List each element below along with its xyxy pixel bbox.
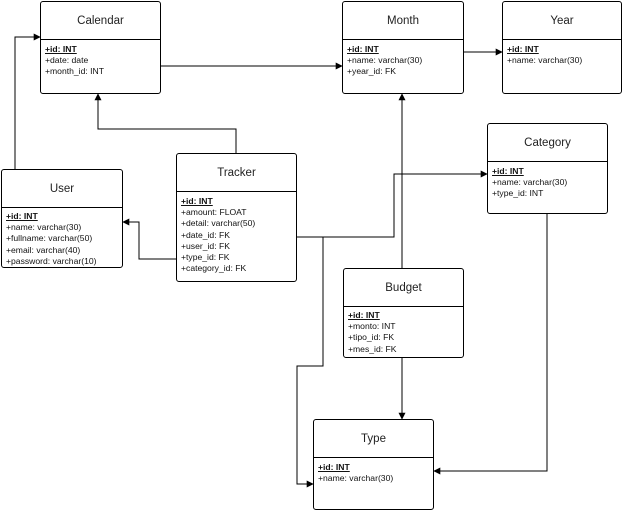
budget-field-monto: +monto: INT xyxy=(348,321,396,332)
month-field-year-id: +year_id: FK xyxy=(347,66,396,77)
budget-table[interactable]: Budget +id: INT +monto: INT +tipo_id: FK… xyxy=(343,268,464,358)
user-field-email: +email: varchar(40) xyxy=(6,244,81,255)
month-table[interactable]: Month +id: INT +name: varchar(30) +year_… xyxy=(342,1,464,94)
tracker-field-amount: +amount: FLOAT xyxy=(181,207,247,218)
category-table[interactable]: Category +id: INT +name: varchar(30) +ty… xyxy=(487,123,608,214)
tracker-field-list: +id: INT +amount: FLOAT +detail: varchar… xyxy=(181,196,255,274)
user-table[interactable]: User +id: INT +name: varchar(30) +fullna… xyxy=(1,169,123,268)
category-field-list: +id: INT +name: varchar(30) +type_id: IN… xyxy=(492,166,567,200)
tracker-field-detail: +detail: varchar(50) xyxy=(181,218,256,229)
category-table-title: Category xyxy=(488,124,607,162)
relationship-tracker-type xyxy=(296,236,324,488)
relationship-tracker-user xyxy=(122,218,176,260)
calendar-field-id: +id: INT xyxy=(45,44,77,54)
category-field-type-id: +type_id: INT xyxy=(492,188,544,199)
budget-field-mes-id: +mes_id: FK xyxy=(348,343,397,354)
year-table[interactable]: Year +id: INT +name: varchar(30) xyxy=(502,1,622,94)
tracker-table[interactable]: Tracker +id: INT +amount: FLOAT +detail:… xyxy=(176,153,297,282)
month-field-name: +name: varchar(30) xyxy=(347,55,423,66)
type-table-title: Type xyxy=(314,420,433,458)
relationship-category-type xyxy=(433,213,548,475)
year-field-list: +id: INT +name: varchar(30) xyxy=(507,44,582,66)
user-field-id: +id: INT xyxy=(6,211,38,221)
type-field-id: +id: INT xyxy=(318,462,350,472)
user-table-title: User xyxy=(2,170,122,208)
user-field-name: +name: varchar(30) xyxy=(6,222,82,233)
budget-field-list: +id: INT +monto: INT +tipo_id: FK +mes_i… xyxy=(348,310,396,355)
month-field-id: +id: INT xyxy=(347,44,379,54)
category-field-id: +id: INT xyxy=(492,166,524,176)
relationship-user-calendar xyxy=(14,33,41,169)
calendar-field-date: +date: date xyxy=(45,55,89,66)
tracker-table-title: Tracker xyxy=(177,154,296,192)
relationship-tracker-calendar xyxy=(94,93,237,153)
tracker-field-type-id: +type_id: FK xyxy=(181,252,230,263)
year-table-title: Year xyxy=(503,2,621,40)
calendar-table[interactable]: Calendar +id: INT +date: date +month_id:… xyxy=(40,1,161,94)
tracker-field-date-id: +date_id: FK xyxy=(181,229,230,240)
calendar-field-list: +id: INT +date: date +month_id: INT xyxy=(45,44,104,78)
type-field-list: +id: INT +name: varchar(30) xyxy=(318,462,393,484)
tracker-field-id: +id: INT xyxy=(181,196,213,206)
budget-field-id: +id: INT xyxy=(348,310,380,320)
user-field-password: +password: varchar(10) xyxy=(6,255,97,266)
year-field-name: +name: varchar(30) xyxy=(507,55,583,66)
calendar-field-month-id: +month_id: INT xyxy=(45,66,104,77)
user-field-fullname: +fullname: varchar(50) xyxy=(6,233,93,244)
budget-field-tipo-id: +tipo_id: FK xyxy=(348,332,395,343)
month-field-list: +id: INT +name: varchar(30) +year_id: FK xyxy=(347,44,422,78)
type-table[interactable]: Type +id: INT +name: varchar(30) xyxy=(313,419,434,510)
year-field-id: +id: INT xyxy=(507,44,539,54)
month-table-title: Month xyxy=(343,2,463,40)
budget-table-title: Budget xyxy=(344,269,463,307)
user-field-list: +id: INT +name: varchar(30) +fullname: v… xyxy=(6,211,97,267)
category-field-name: +name: varchar(30) xyxy=(492,177,568,188)
type-field-name: +name: varchar(30) xyxy=(318,473,394,484)
tracker-field-category-id: +category_id: FK xyxy=(181,263,247,274)
relationship-tracker-category xyxy=(297,170,488,238)
calendar-table-title: Calendar xyxy=(41,2,160,40)
tracker-field-user-id: +user_id: FK xyxy=(181,240,230,251)
